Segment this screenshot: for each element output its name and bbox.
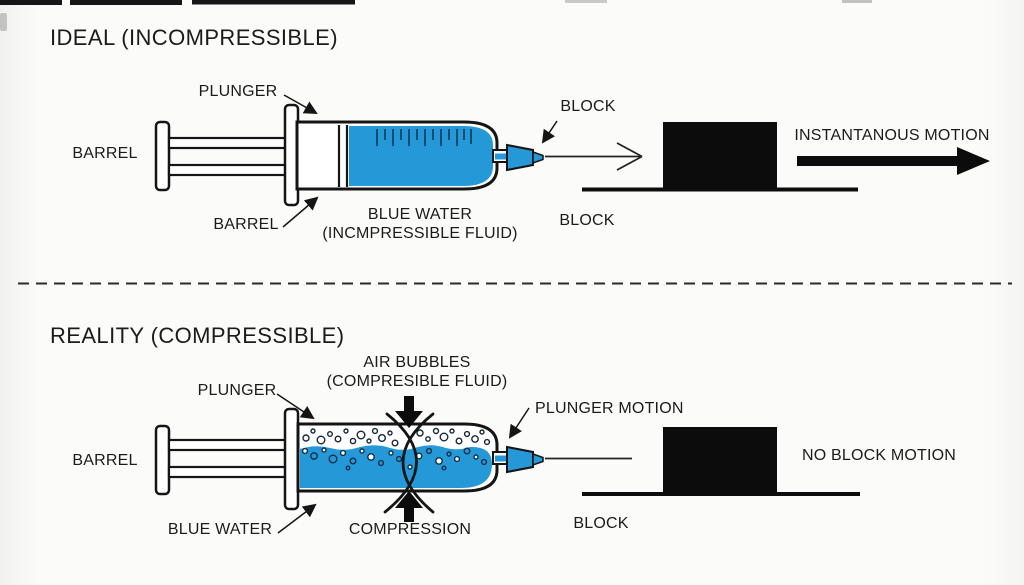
barrel-flange bbox=[283, 407, 300, 511]
air-bubbles bbox=[301, 427, 491, 471]
air-caption-line2: (COMPRESIBLE FLUID) bbox=[326, 372, 508, 390]
blue-water-label: BLUE WATER bbox=[167, 521, 273, 538]
compression-arrow-down bbox=[395, 396, 423, 428]
plunger-rod bbox=[167, 438, 290, 479]
compression-arcs bbox=[383, 412, 435, 514]
blue-water-fluid bbox=[300, 445, 492, 488]
block-label-ground: BLOCK bbox=[559, 212, 615, 229]
no-block-motion-label: NO BLOCK MOTION bbox=[801, 447, 957, 464]
plunger-motion-label: PLUNGER MOTION bbox=[535, 400, 684, 417]
fluid-caption: BLUE WATER (INCMPRESSIBLE FLUID) bbox=[322, 206, 517, 244]
blue-water-pointer-arrow bbox=[277, 503, 317, 534]
needle-flow-arrow bbox=[545, 142, 643, 171]
plunger-thumb-rest bbox=[154, 120, 171, 192]
needle-hub bbox=[492, 143, 544, 172]
barrel-label: BARREL bbox=[72, 452, 138, 469]
barrel-label-left: BARREL bbox=[72, 145, 138, 162]
plunger-pointer-arrow bbox=[283, 94, 318, 114]
block-shape bbox=[663, 427, 777, 493]
plunger-thumb-rest bbox=[154, 424, 171, 496]
ideal-diagram bbox=[154, 94, 990, 228]
barrel-label-bottom: BARREL bbox=[213, 216, 279, 233]
plunger-label: PLUNGER bbox=[197, 382, 277, 399]
air-caption-line1: AIR BUBBLES bbox=[363, 354, 471, 371]
plunger-seal bbox=[337, 125, 349, 187]
block-shape bbox=[663, 122, 777, 189]
plunger-pointer-arrow bbox=[276, 393, 315, 420]
reality-section-title: REALITY (COMPRESSIBLE) bbox=[50, 323, 345, 348]
scan-artifact-top bbox=[0, 0, 872, 31]
plunger-motion-pointer-arrow bbox=[508, 407, 530, 439]
air-bubbles-caption: AIR BUBBLES (COMPRESIBLE FLUID) bbox=[327, 354, 508, 392]
ideal-section-title: IDEAL (INCOMPRESSIBLE) bbox=[50, 25, 338, 50]
compression-label: COMPRESSION bbox=[348, 521, 472, 538]
graduation-ticks bbox=[376, 129, 472, 146]
reality-diagram bbox=[154, 393, 860, 534]
instant-motion-label: INSTANTANOUS MOTION bbox=[794, 127, 990, 144]
compression-arrow-up bbox=[395, 491, 423, 522]
barrel-pointer-arrow bbox=[282, 196, 319, 228]
plunger-label: PLUNGER bbox=[198, 83, 278, 100]
block-label-pointer: BLOCK bbox=[560, 98, 616, 115]
fluid-caption-line2: (INCMPRESSIBLE FLUID) bbox=[322, 224, 518, 242]
block-pointer-arrow bbox=[541, 120, 558, 144]
fluid-caption-line1: BLUE WATER bbox=[367, 206, 473, 223]
needle-hub bbox=[492, 445, 544, 474]
block-label-ground: BLOCK bbox=[573, 515, 629, 532]
instant-motion-arrow bbox=[797, 147, 990, 175]
